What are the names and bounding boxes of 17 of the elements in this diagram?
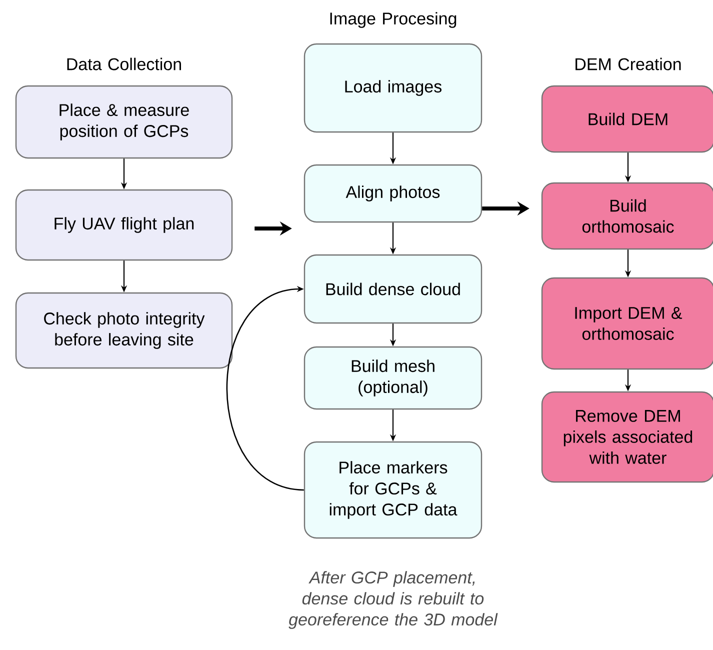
process-box: Remove DEM pixels associated with water bbox=[541, 391, 713, 483]
arrow bbox=[226, 286, 304, 491]
process-box: Import DEM & orthomosaic bbox=[541, 277, 713, 370]
process-box: Align photos bbox=[304, 164, 482, 223]
note-text: After GCP placement, dense cloud is rebuilt to georeference the 3D model bbox=[288, 571, 498, 629]
column-heading: Image Procesing bbox=[330, 12, 456, 28]
process-box: Build DEM bbox=[541, 85, 713, 153]
process-box: Fly UAV flight plan bbox=[15, 189, 233, 261]
column-heading: Data Collection bbox=[67, 58, 181, 70]
process-box: Build mesh (optional) bbox=[304, 346, 482, 410]
process-box: Load images bbox=[304, 43, 482, 133]
column-heading: DEM Creation bbox=[576, 58, 681, 70]
process-box: Place markers for GCPs & import GCP data bbox=[304, 441, 482, 539]
process-box: Place & measure position of GCPs bbox=[15, 85, 233, 159]
process-box: Check photo integrity before leaving site bbox=[15, 292, 233, 369]
process-box: Build dense cloud bbox=[304, 254, 482, 324]
process-box: Build orthomosaic bbox=[541, 182, 713, 250]
